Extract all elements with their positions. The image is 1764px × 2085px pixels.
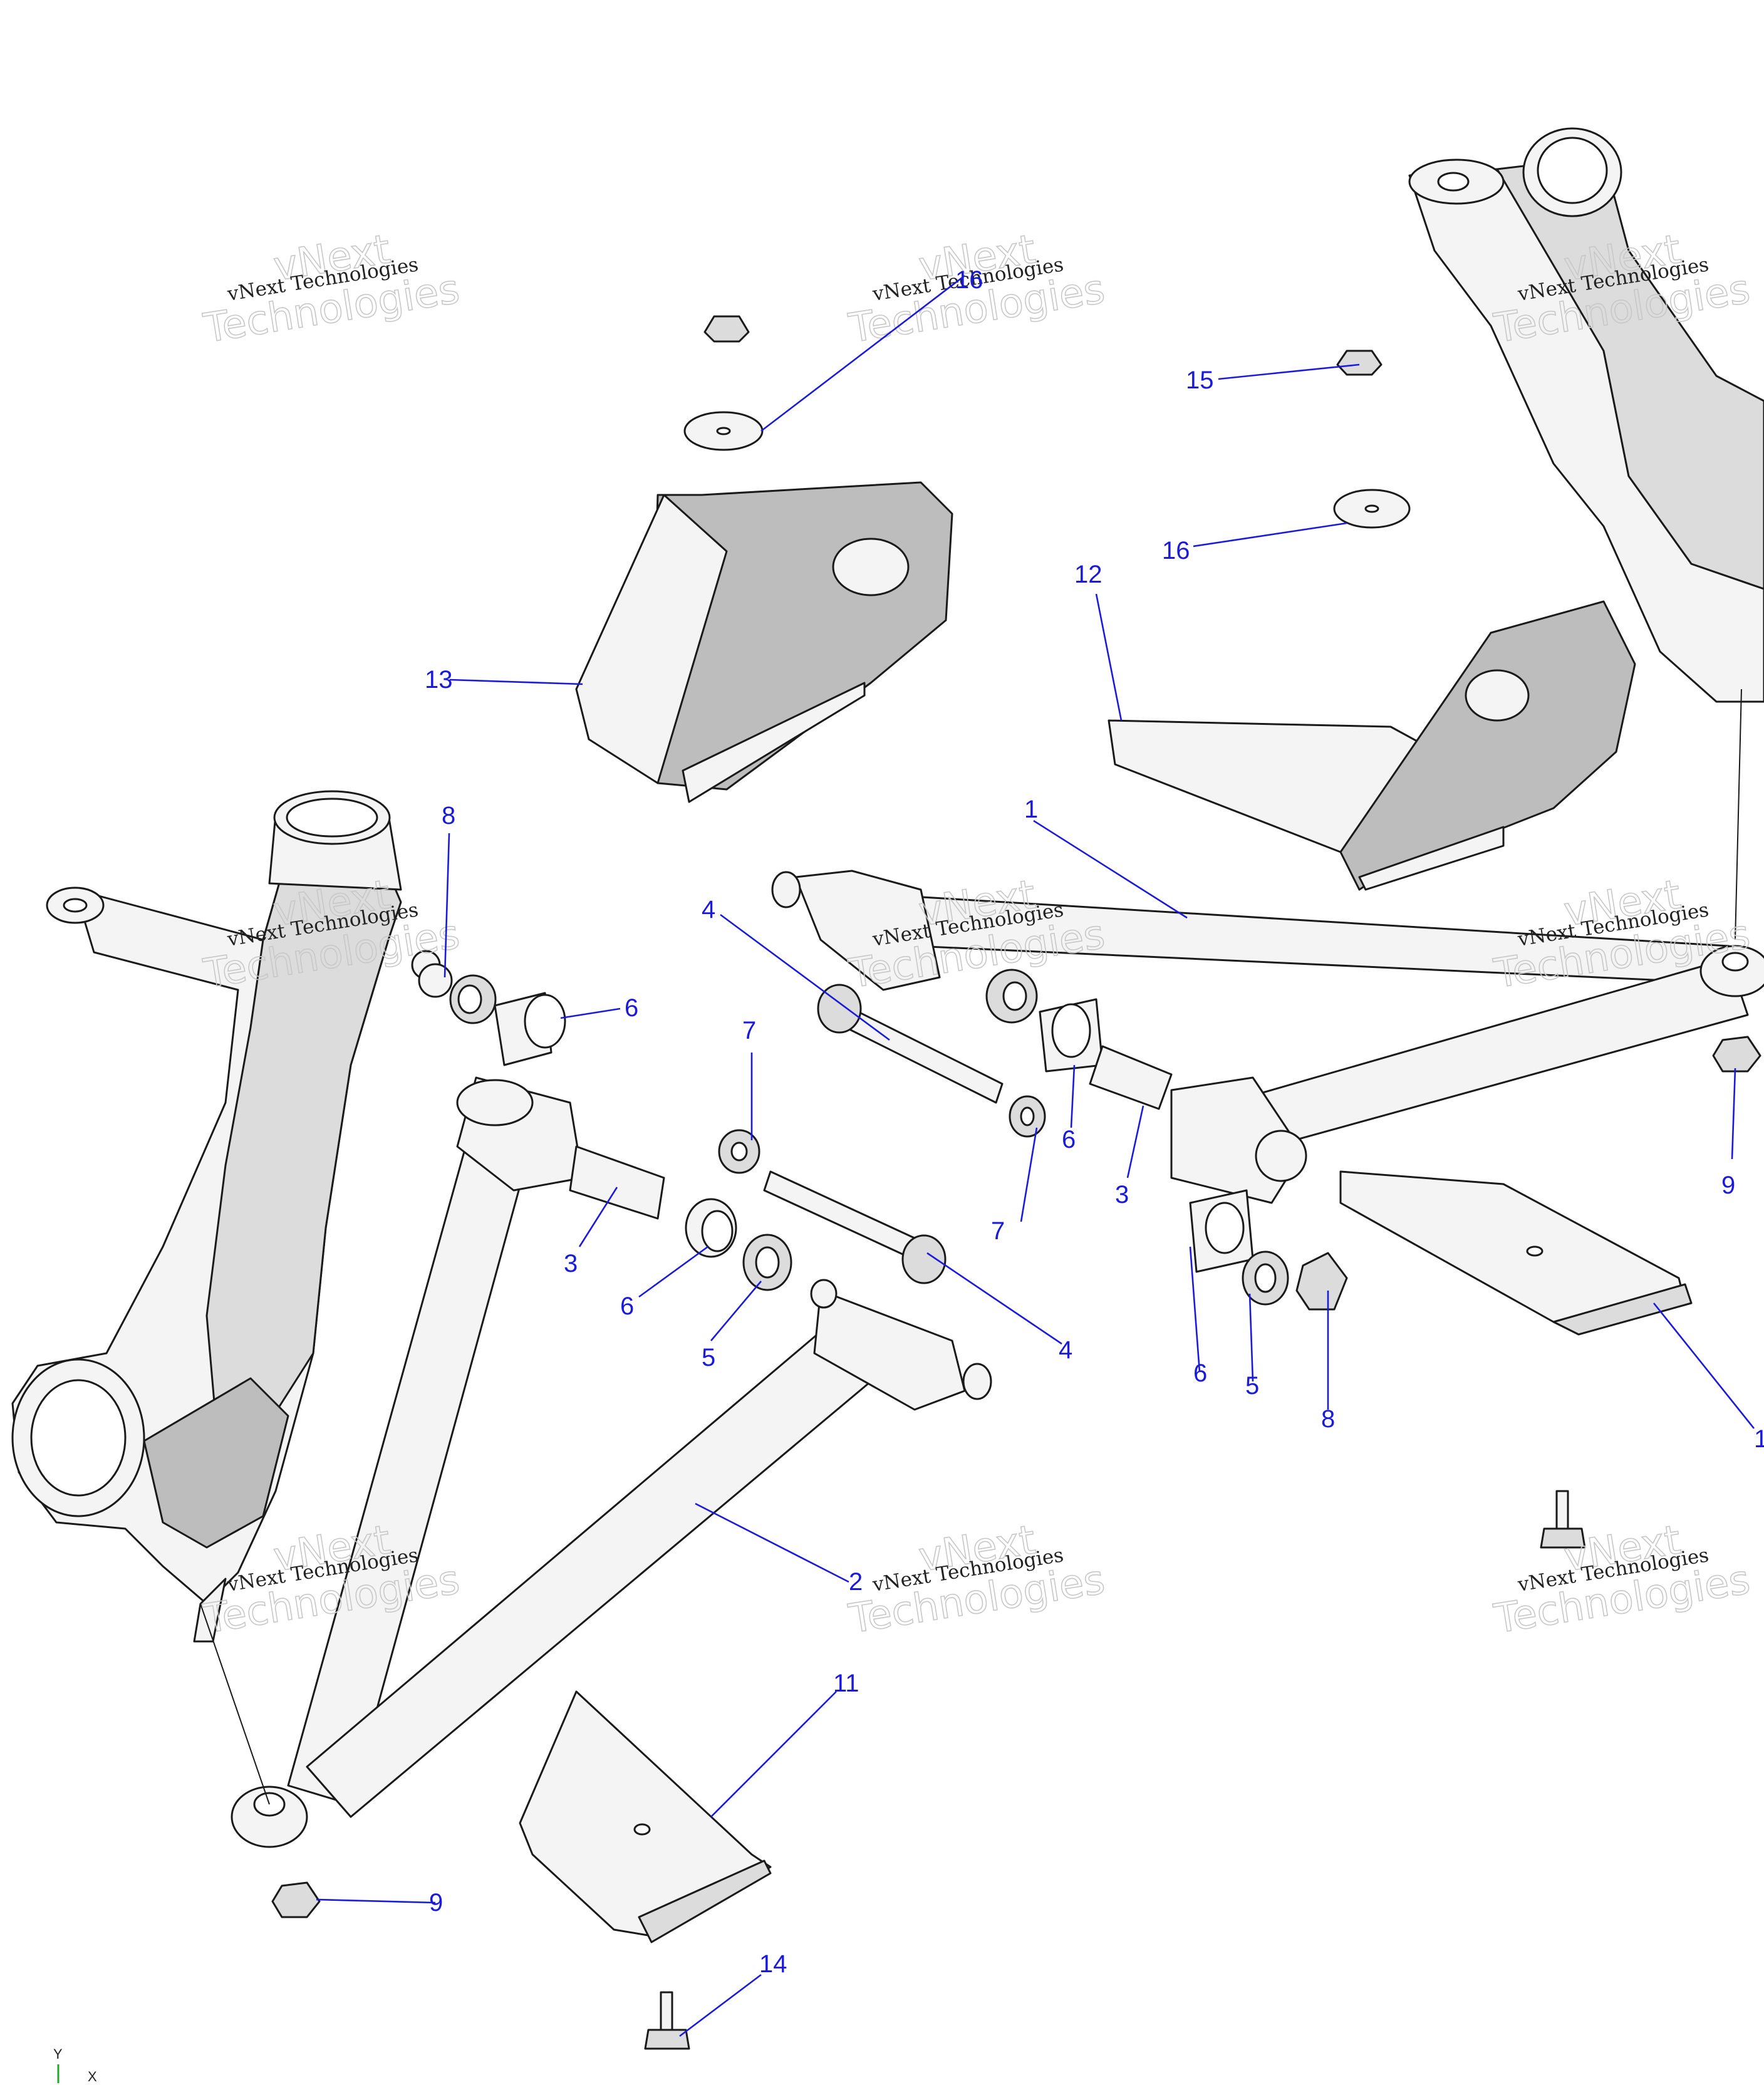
callout-9-right: 9 bbox=[1721, 1172, 1735, 1199]
skid-plate-11 bbox=[519, 1690, 772, 1943]
callout-7-lower: 7 bbox=[991, 1217, 1005, 1245]
callout-16-top: 16 bbox=[955, 266, 983, 294]
callout-2: 2 bbox=[849, 1568, 863, 1596]
callout-12: 12 bbox=[1074, 561, 1102, 588]
callout-4-upper: 4 bbox=[702, 896, 715, 923]
bracket-10 bbox=[1339, 1170, 1693, 1336]
callout-8-right: 8 bbox=[1321, 1405, 1335, 1433]
callout-15: 15 bbox=[1186, 367, 1214, 394]
callout-5-left: 5 bbox=[702, 1344, 715, 1371]
skid-plate-12 bbox=[1108, 600, 1636, 891]
axis-x-label: X bbox=[88, 2069, 97, 2084]
right-upper-a-arm bbox=[771, 870, 1764, 1204]
callout-7-upper: 7 bbox=[742, 1017, 756, 1044]
callout-8-left: 8 bbox=[442, 802, 455, 829]
leader-lines bbox=[316, 274, 1755, 2037]
callout-10: 1 bbox=[1754, 1425, 1764, 1453]
axis-y-label: Y bbox=[53, 2046, 63, 2062]
axis-indicator: Y X bbox=[53, 2046, 97, 2084]
left-knuckle bbox=[11, 790, 402, 1643]
callout-5-right: 5 bbox=[1245, 1372, 1259, 1400]
callout-4-lower: 4 bbox=[1059, 1336, 1072, 1364]
callout-3-left: 3 bbox=[564, 1250, 578, 1277]
callout-16: 16 bbox=[1162, 537, 1190, 564]
callout-6-center: 6 bbox=[1062, 1126, 1076, 1153]
skid-plate-13 bbox=[575, 481, 953, 803]
callout-6-left: 6 bbox=[625, 994, 638, 1022]
callout-13: 13 bbox=[425, 666, 453, 694]
callout-6-right: 6 bbox=[1193, 1360, 1207, 1387]
callout-1: 1 bbox=[1024, 796, 1038, 823]
callout-9-left: 9 bbox=[429, 1889, 443, 1916]
hardware bbox=[200, 315, 1761, 2050]
callout-6-lower-left: 6 bbox=[620, 1292, 634, 1320]
callout-3-right: 3 bbox=[1115, 1181, 1129, 1209]
callout-11: 11 bbox=[833, 1670, 859, 1697]
callout-labels: 16 15 16 12 13 8 6 1 4 7 6 7 3 3 6 5 4 6… bbox=[425, 266, 1764, 1978]
right-knuckle bbox=[1408, 127, 1764, 703]
callout-14: 14 bbox=[759, 1950, 787, 1978]
left-lower-a-arm bbox=[231, 1076, 992, 1848]
